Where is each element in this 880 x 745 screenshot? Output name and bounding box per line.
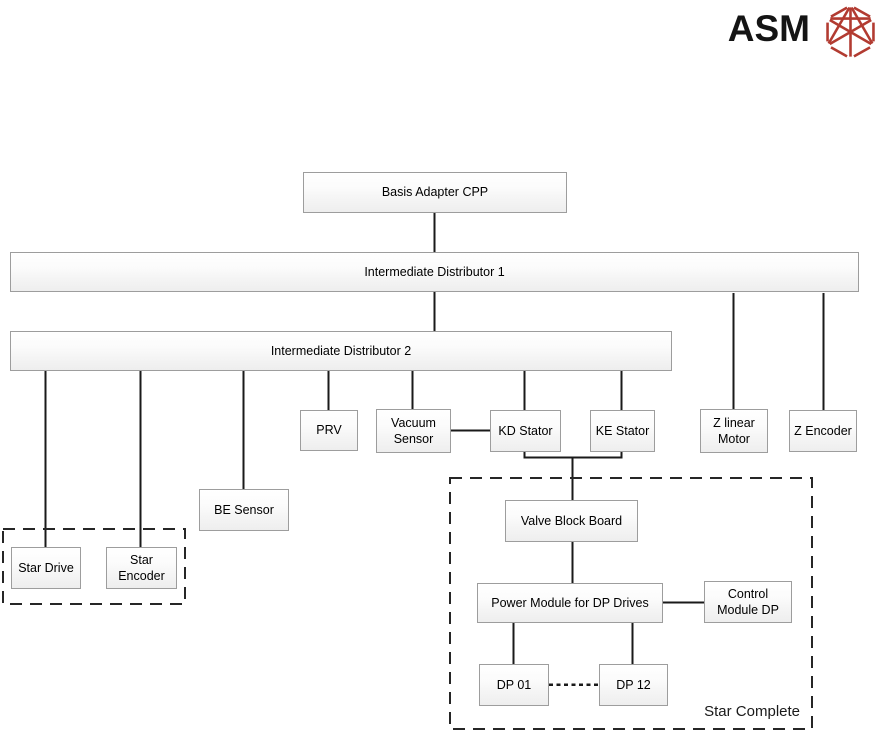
node-control-module-dp: Control Module DP [704,581,792,623]
node-ke-stator: KE Stator [590,410,655,452]
asm-logo-text: ASM [727,7,810,49]
node-dp-01: DP 01 [479,664,549,706]
node-prv: PRV [300,410,358,451]
asm-hexagon-icon [826,6,875,58]
node-power-module-dp-drives: Power Module for DP Drives [477,583,663,623]
asm-logo: ASM [728,0,880,62]
node-vacuum-sensor: Vacuum Sensor [376,409,451,453]
node-kd-stator: KD Stator [490,410,561,452]
node-star-encoder: Star Encoder [106,547,177,589]
node-star-drive: Star Drive [11,547,81,589]
star-complete-label: Star Complete [704,703,800,720]
star-group-dashed-box [2,528,186,605]
node-basis-adapter-cpp: Basis Adapter CPP [303,172,567,213]
node-valve-block-board: Valve Block Board [505,500,638,542]
node-dp-12: DP 12 [599,664,668,706]
node-intermediate-distributor-2: Intermediate Distributor 2 [10,331,672,371]
node-intermediate-distributor-1: Intermediate Distributor 1 [10,252,859,292]
node-be-sensor: BE Sensor [199,489,289,531]
node-z-encoder: Z Encoder [789,410,857,452]
node-z-linear-motor: Z linear Motor [700,409,768,453]
star-complete-dashed-box [449,477,813,730]
